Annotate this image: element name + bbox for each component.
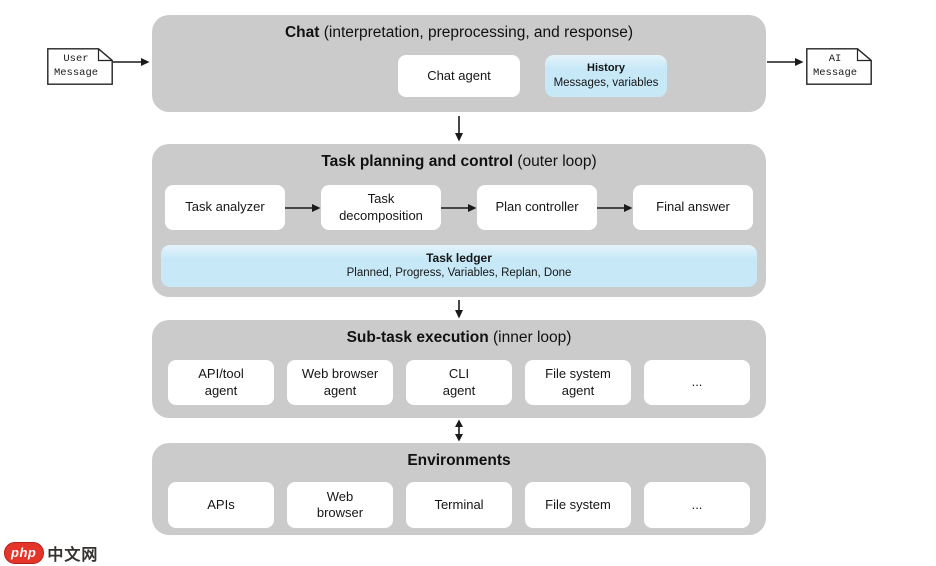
agent-web-browser: Web browser agent xyxy=(287,360,393,405)
planning-steps-row: Task analyzer Task decomposition Plan co… xyxy=(165,185,753,230)
task-planning-section: Task planning and control (outer loop) T… xyxy=(152,144,766,297)
step-task-decomposition: Task decomposition xyxy=(321,185,441,230)
ai-message-note: AI Message xyxy=(806,48,872,85)
subtask-execution-section: Sub-task execution (inner loop) API/tool… xyxy=(152,320,766,418)
php-logo-badge: php xyxy=(4,542,45,564)
arrow-right-icon xyxy=(285,203,321,212)
chat-agent-node: Chat agent xyxy=(398,55,520,97)
chat-title-bold: Chat xyxy=(284,24,320,41)
chat-title-rest: (interpretation, preprocessing, and resp… xyxy=(319,24,634,41)
environments-title-bold: Environments xyxy=(407,452,511,469)
agent-ellipsis: ... xyxy=(644,360,750,405)
arrow-right-icon xyxy=(441,203,477,212)
user-message-note: User Message xyxy=(47,48,113,85)
task-ledger-node: Task ledger Planned, Progress, Variables… xyxy=(161,245,757,287)
planning-title-rest: (outer loop) xyxy=(513,153,597,170)
task-planning-title: Task planning and control (outer loop) xyxy=(152,153,766,172)
step-final-answer: Final answer xyxy=(633,185,753,230)
step-plan-controller: Plan controller xyxy=(477,185,597,230)
history-title: History xyxy=(587,61,625,74)
environments-title: Environments xyxy=(152,452,766,471)
planning-title-bold: Task planning and control xyxy=(321,153,514,170)
history-memory-node: History Messages, variables xyxy=(545,55,667,97)
environments-row: APIs Web browser Terminal File system ..… xyxy=(168,482,750,528)
ai-message-label: AI Message xyxy=(812,52,858,79)
double-arrow-vertical-icon xyxy=(455,419,463,442)
task-ledger-title: Task ledger xyxy=(426,250,492,265)
env-ellipsis: ... xyxy=(644,482,750,528)
env-apis: APIs xyxy=(168,482,274,528)
env-file-system: File system xyxy=(525,482,631,528)
logo-site-name: 中文网 xyxy=(47,545,99,564)
task-ledger-subtitle: Planned, Progress, Variables, Replan, Do… xyxy=(346,267,572,280)
history-subtitle: Messages, variables xyxy=(553,76,659,89)
agent-api-tool: API/tool agent xyxy=(168,360,274,405)
user-message-label: User Message xyxy=(53,52,99,79)
subtask-title-bold: Sub-task execution xyxy=(346,329,489,346)
env-web-browser: Web browser xyxy=(287,482,393,528)
php-chinese-site-logo: php 中文网 xyxy=(4,541,98,565)
arrow-right-icon xyxy=(113,58,150,66)
chat-section: Chat (interpretation, preprocessing, and… xyxy=(152,15,766,112)
arrow-right-icon xyxy=(597,203,633,212)
arrow-right-icon xyxy=(767,58,804,66)
note-shape-icon xyxy=(47,48,113,85)
note-shape-icon xyxy=(806,48,872,85)
subtask-execution-title: Sub-task execution (inner loop) xyxy=(152,329,766,348)
arrow-down-icon xyxy=(455,116,463,142)
environments-section: Environments APIs Web browser Terminal F… xyxy=(152,443,766,535)
subtask-title-rest: (inner loop) xyxy=(488,329,572,346)
env-terminal: Terminal xyxy=(406,482,512,528)
chat-section-title: Chat (interpretation, preprocessing, and… xyxy=(152,24,766,43)
arrow-down-icon xyxy=(455,300,463,319)
agent-file-system: File system agent xyxy=(525,360,631,405)
step-task-analyzer: Task analyzer xyxy=(165,185,285,230)
agents-row: API/tool agent Web browser agent CLI age… xyxy=(168,360,750,405)
agent-cli: CLI agent xyxy=(406,360,512,405)
